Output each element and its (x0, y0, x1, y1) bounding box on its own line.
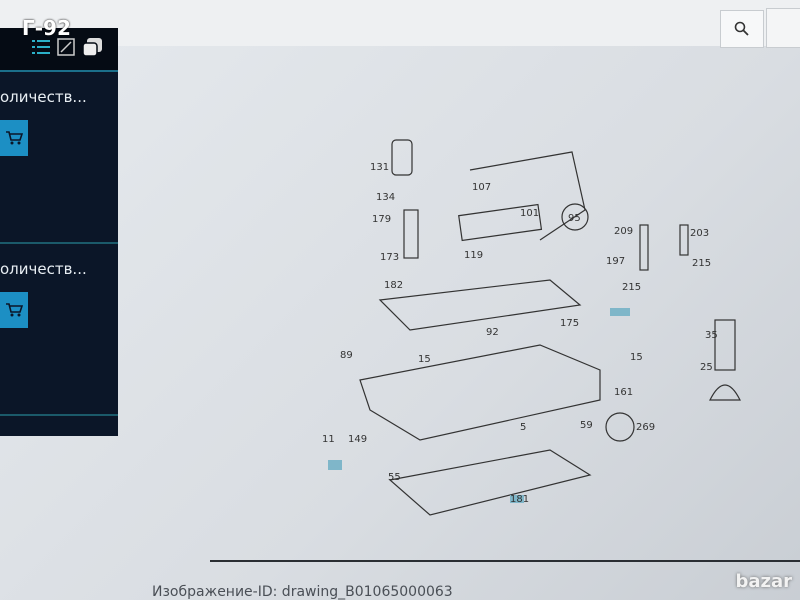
part-label[interactable]: 134 (376, 192, 395, 203)
expand-icon[interactable] (57, 38, 75, 56)
quantity-label: оличеств... (0, 88, 87, 106)
part-label[interactable]: 15 (630, 352, 643, 363)
image-id-caption: Изображение-ID: drawing_B01065000063 (152, 584, 453, 600)
part-label[interactable]: 5 (520, 422, 526, 433)
divider (210, 560, 800, 562)
cart-icon (6, 303, 23, 317)
part-label[interactable]: 173 (380, 252, 399, 263)
parts-panel: оличеств... оличеств... (0, 28, 118, 436)
diagram-parts (328, 139, 741, 516)
part-label[interactable]: 181 (510, 494, 529, 505)
panel-header (0, 28, 118, 72)
part-label[interactable]: 175 (560, 318, 579, 329)
part-label[interactable]: 131 (370, 162, 389, 173)
copy-icon[interactable] (82, 38, 104, 56)
part-label[interactable]: 59 (580, 420, 593, 431)
list-item: оличеств... (0, 72, 118, 244)
list-icon[interactable] (32, 38, 50, 56)
quantity-label: оличеств... (0, 260, 87, 278)
part-label[interactable]: 11 (322, 434, 335, 445)
part-label[interactable]: 215 (692, 258, 711, 269)
search-button[interactable] (720, 10, 764, 48)
part-label[interactable]: 179 (372, 214, 391, 225)
part-label[interactable]: 15 (418, 354, 431, 365)
toolbar-button[interactable] (766, 8, 800, 48)
top-bar (0, 0, 800, 46)
add-to-cart-button[interactable] (0, 292, 28, 328)
part-label[interactable]: 35 (705, 330, 718, 341)
list-item: оличеств... (0, 244, 118, 416)
bazar-logo: bazar (735, 571, 792, 592)
part-label[interactable]: 89 (340, 350, 353, 361)
part-label[interactable]: 25 (700, 362, 713, 373)
search-icon (734, 21, 749, 36)
part-label[interactable]: 215 (622, 282, 641, 293)
part-label[interactable]: 92 (486, 327, 499, 338)
part-label[interactable]: 161 (614, 387, 633, 398)
part-label[interactable]: 269 (636, 422, 655, 433)
watermark-title: Г-92 (22, 16, 71, 40)
part-label[interactable]: 197 (606, 256, 625, 267)
part-label[interactable]: 149 (348, 434, 367, 445)
part-label[interactable]: 107 (472, 182, 491, 193)
cart-icon (6, 131, 23, 145)
add-to-cart-button[interactable] (0, 120, 28, 156)
part-label[interactable]: 203 (690, 228, 709, 239)
part-label[interactable]: 95 (568, 213, 581, 224)
part-label[interactable]: 101 (520, 208, 539, 219)
part-label[interactable]: 209 (614, 226, 633, 237)
part-number-labels: 131 134 179 173 182 107 101 95 119 209 2… (322, 162, 718, 505)
part-label[interactable]: 119 (464, 250, 483, 261)
part-label[interactable]: 55 (388, 472, 401, 483)
part-label[interactable]: 182 (384, 280, 403, 291)
parts-diagram[interactable]: 131 134 179 173 182 107 101 95 119 209 2… (300, 130, 800, 550)
